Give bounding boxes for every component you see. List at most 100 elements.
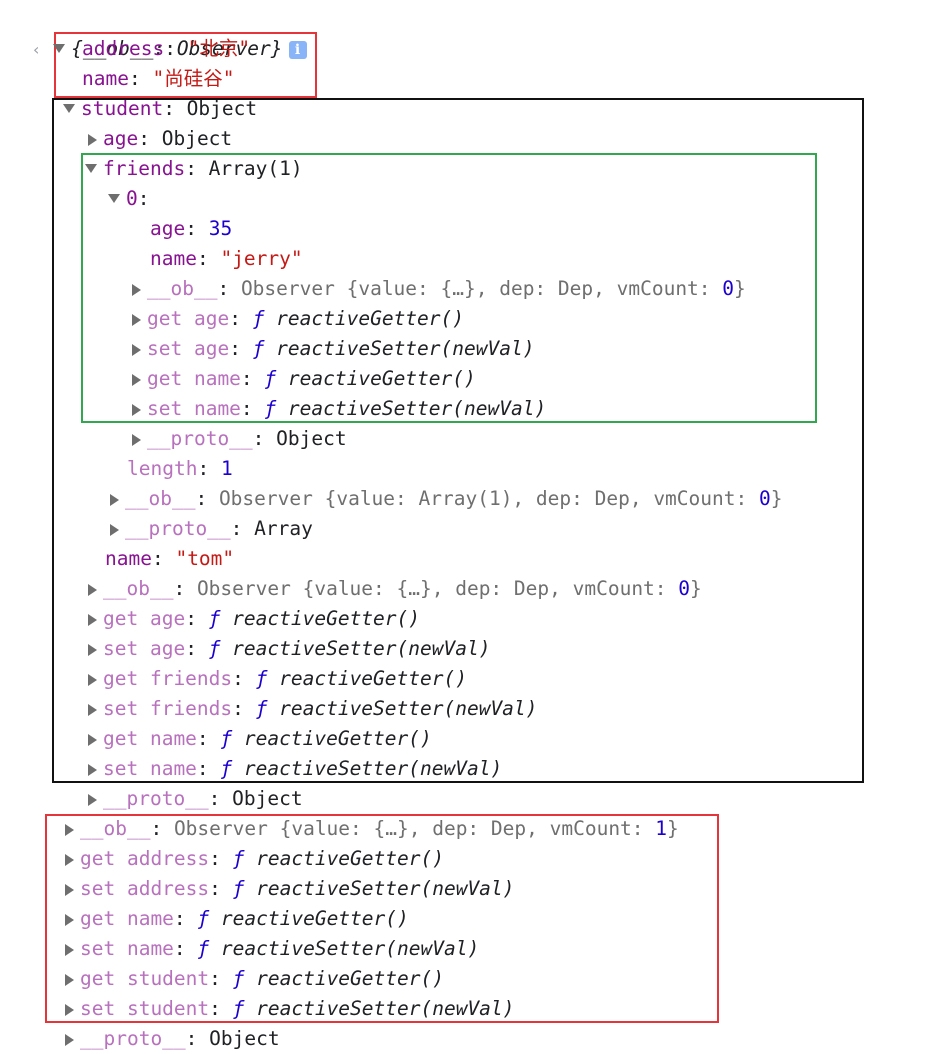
expand-caret-icon[interactable] xyxy=(65,913,74,926)
function-icon: ƒ xyxy=(255,697,268,720)
function-icon: ƒ xyxy=(232,847,245,870)
ob-summary: Observer {value: Array(1), dep: Dep, vmC… xyxy=(218,487,759,510)
expand-caret-icon[interactable] xyxy=(132,433,141,446)
prop-student-proto[interactable]: __proto__: Object xyxy=(88,784,303,814)
prop-student-age[interactable]: age: Object xyxy=(88,124,232,154)
prop-key: set age xyxy=(147,337,230,360)
expand-caret-icon[interactable] xyxy=(65,1003,74,1016)
expand-caret-icon[interactable] xyxy=(65,883,74,896)
prop-key: __ob__ xyxy=(80,817,151,840)
prop-root-ob[interactable]: __ob__: Observer {value: {…}, dep: Dep, … xyxy=(65,814,679,844)
expand-caret-icon[interactable] xyxy=(53,44,66,53)
prop-value: "北京" xyxy=(187,37,251,60)
expand-caret-icon[interactable] xyxy=(63,104,75,113)
prop-root-get-address[interactable]: get address: ƒ reactiveGetter() xyxy=(65,844,444,874)
prop-key: __proto__ xyxy=(103,787,209,810)
prop-jerry-get-name[interactable]: get name: ƒ reactiveGetter() xyxy=(132,364,476,394)
prop-student-friends[interactable]: friends: Array(1) xyxy=(85,154,303,184)
prop-student-name[interactable]: name: "tom" xyxy=(105,547,235,570)
expand-caret-icon[interactable] xyxy=(88,733,97,746)
ob-summary: Observer {value: {…}, dep: Dep, vmCount: xyxy=(196,577,679,600)
prop-root-set-student[interactable]: set student: ƒ reactiveSetter(newVal) xyxy=(65,994,514,1024)
expand-caret-icon[interactable] xyxy=(65,823,74,836)
prop-student-set-name[interactable]: set name: ƒ reactiveSetter(newVal) xyxy=(88,754,502,784)
prop-key: address xyxy=(82,37,165,60)
expand-caret-icon[interactable] xyxy=(88,763,97,776)
function-name: reactiveGetter() xyxy=(276,307,465,330)
function-name: reactiveGetter() xyxy=(287,367,476,390)
expand-caret-icon[interactable] xyxy=(88,643,97,656)
function-name: reactiveGetter() xyxy=(279,667,467,690)
expand-caret-icon[interactable] xyxy=(132,403,141,416)
prop-jerry-get-age[interactable]: get age: ƒ reactiveGetter() xyxy=(132,304,464,334)
expand-caret-icon[interactable] xyxy=(88,703,97,716)
function-name: reactiveSetter(newVal) xyxy=(232,637,491,660)
prop-root-set-name[interactable]: set name: ƒ reactiveSetter(newVal) xyxy=(65,934,479,964)
prop-key: set address xyxy=(80,877,210,900)
expand-caret-icon[interactable] xyxy=(88,133,97,146)
prop-address[interactable]: address: "北京" xyxy=(82,37,251,60)
prop-type: Array xyxy=(254,517,313,540)
expand-caret-icon[interactable] xyxy=(88,583,97,596)
prop-jerry-age[interactable]: age: 35 xyxy=(150,217,233,240)
prop-root-set-address[interactable]: set address: ƒ reactiveSetter(newVal) xyxy=(65,874,514,904)
prop-friends-ob[interactable]: __ob__: Observer {value: Array(1), dep: … xyxy=(110,484,782,514)
expand-caret-icon[interactable] xyxy=(132,313,141,326)
expand-caret-icon[interactable] xyxy=(88,613,97,626)
expand-caret-icon[interactable] xyxy=(108,194,120,203)
console-header-row[interactable]: ‹{__ob__: Observer}i xyxy=(8,4,307,60)
vm-count: 1 xyxy=(655,817,668,840)
info-icon[interactable]: i xyxy=(288,40,307,59)
prop-key: get name xyxy=(80,907,174,930)
prop-key: set student xyxy=(80,997,210,1020)
prop-root-get-student[interactable]: get student: ƒ reactiveGetter() xyxy=(65,964,444,994)
prop-type: Object xyxy=(161,127,233,150)
prop-student-get-name[interactable]: get name: ƒ reactiveGetter() xyxy=(88,724,432,754)
function-icon: ƒ xyxy=(208,637,221,660)
prop-student-set-age[interactable]: set age: ƒ reactiveSetter(newVal) xyxy=(88,634,490,664)
prop-jerry-proto[interactable]: __proto__: Object xyxy=(132,424,347,454)
prop-name[interactable]: name: "尚硅谷" xyxy=(82,67,235,90)
ob-summary: Observer {value: {…}, dep: Dep, vmCount: xyxy=(173,817,656,840)
prop-key: set friends xyxy=(103,697,233,720)
prop-student[interactable]: student: Object xyxy=(63,94,257,124)
expand-caret-icon[interactable] xyxy=(65,853,74,866)
prop-key: set age xyxy=(103,637,186,660)
prop-root-proto[interactable]: __proto__: Object xyxy=(65,1024,280,1054)
prop-friends-proto[interactable]: __proto__: Array xyxy=(110,514,313,544)
vm-count: 0 xyxy=(758,487,771,510)
expand-caret-icon[interactable] xyxy=(88,793,97,806)
prop-root-get-name[interactable]: get name: ƒ reactiveGetter() xyxy=(65,904,409,934)
function-icon: ƒ xyxy=(264,367,277,390)
prop-key: get address xyxy=(80,847,210,870)
prop-type: Object xyxy=(276,427,347,450)
expand-caret-icon[interactable] xyxy=(65,973,74,986)
expand-caret-icon[interactable] xyxy=(132,373,141,386)
expand-caret-icon[interactable] xyxy=(132,283,141,296)
function-name: reactiveSetter(newVal) xyxy=(256,877,515,900)
expand-caret-icon[interactable] xyxy=(85,164,97,173)
prop-key: get age xyxy=(147,307,230,330)
prop-friends-0[interactable]: 0: xyxy=(108,184,150,214)
expand-caret-icon[interactable] xyxy=(110,493,119,506)
prop-value: "jerry" xyxy=(220,247,303,270)
prop-jerry-set-age[interactable]: set age: ƒ reactiveSetter(newVal) xyxy=(132,334,534,364)
highlight-friends xyxy=(81,153,817,423)
ob-summary-end: } xyxy=(770,487,783,510)
prop-student-set-friends[interactable]: set friends: ƒ reactiveSetter(newVal) xyxy=(88,694,537,724)
expand-caret-icon[interactable] xyxy=(88,673,97,686)
prop-type: Array(1) xyxy=(208,157,303,180)
expand-caret-icon[interactable] xyxy=(110,523,119,536)
prop-friends-length[interactable]: length: 1 xyxy=(127,457,233,480)
function-icon: ƒ xyxy=(255,667,268,690)
prop-student-get-friends[interactable]: get friends: ƒ reactiveGetter() xyxy=(88,664,467,694)
prop-jerry-name[interactable]: name: "jerry" xyxy=(150,247,303,270)
expand-caret-icon[interactable] xyxy=(65,943,74,956)
expand-caret-icon[interactable] xyxy=(132,343,141,356)
highlight-root-props xyxy=(54,32,317,98)
prop-jerry-ob[interactable]: __ob__: Observer {value: {…}, dep: Dep, … xyxy=(132,274,746,304)
prop-student-ob[interactable]: __ob__: Observer {value: {…}, dep: Dep, … xyxy=(88,574,702,604)
prop-jerry-set-name[interactable]: set name: ƒ reactiveSetter(newVal) xyxy=(132,394,546,424)
expand-caret-icon[interactable] xyxy=(65,1033,74,1046)
prop-student-get-age[interactable]: get age: ƒ reactiveGetter() xyxy=(88,604,420,634)
